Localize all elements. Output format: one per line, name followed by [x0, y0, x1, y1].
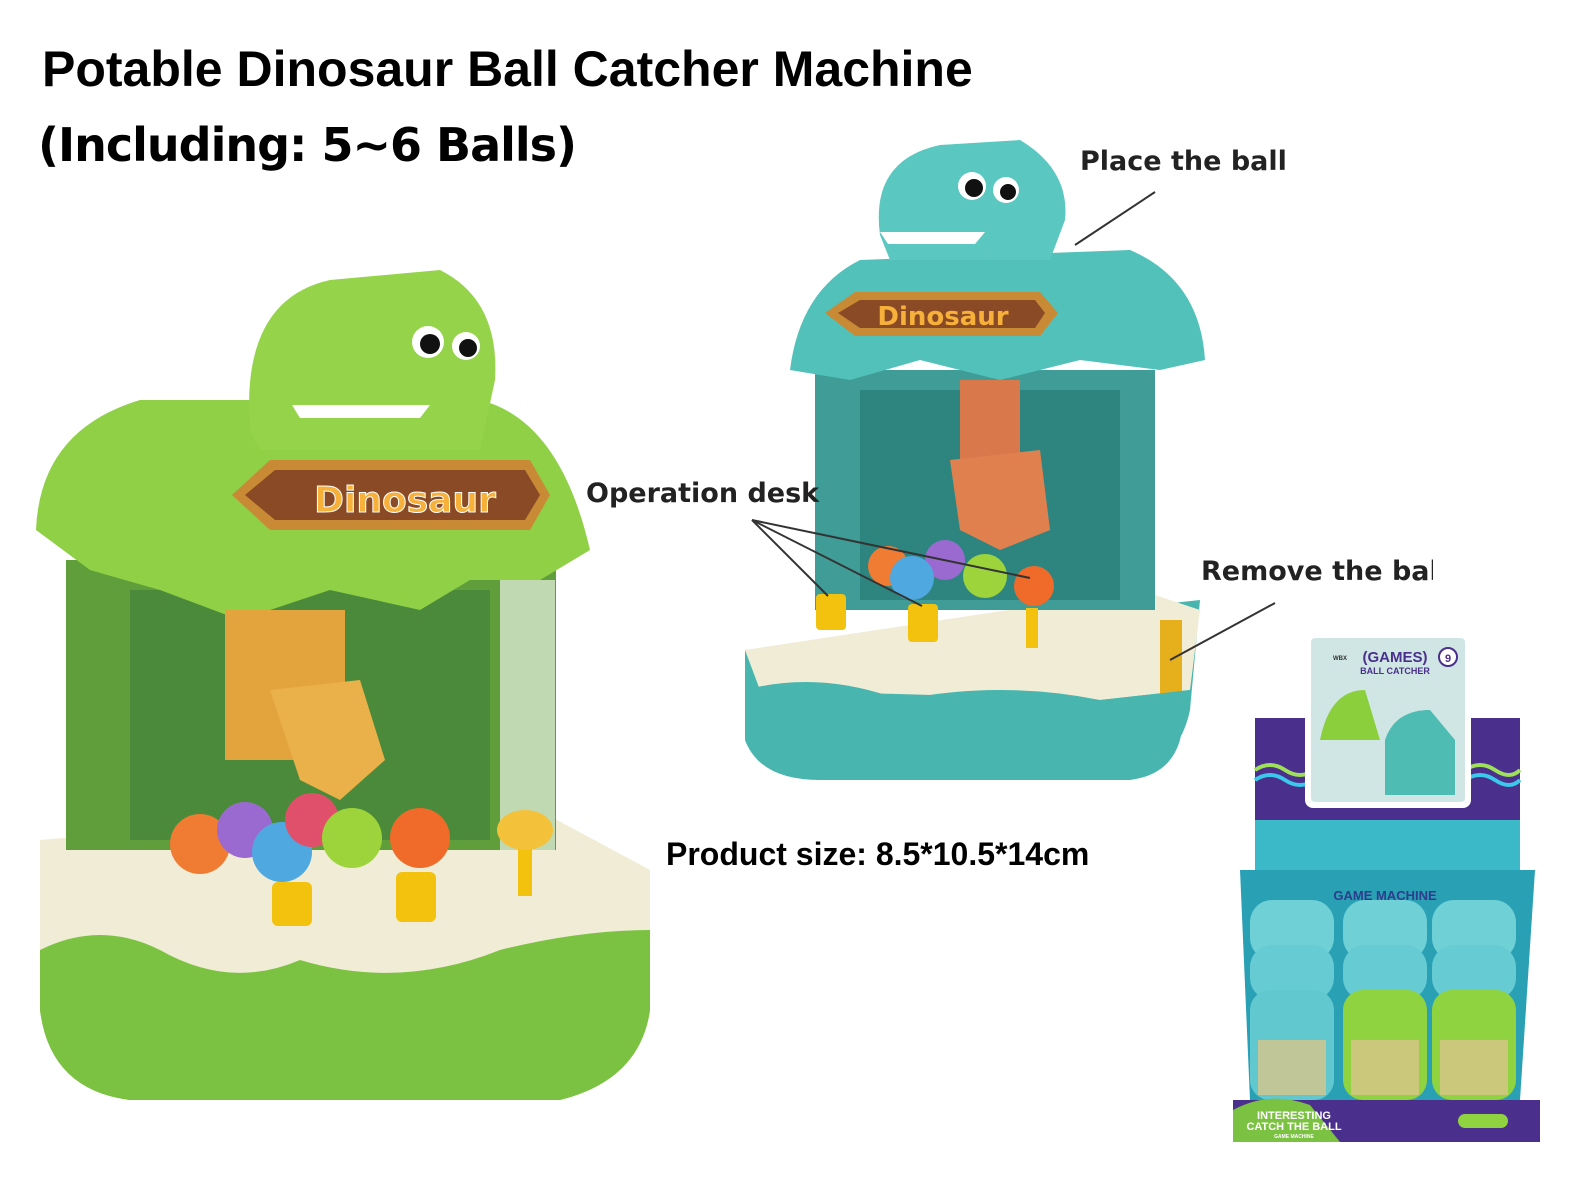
box-brand-logo: WBX — [1333, 656, 1347, 662]
product-size: Product size: 8.5*10.5*14cm — [666, 836, 1090, 872]
box-game-machine-label: GAME MACHINE — [1333, 888, 1437, 903]
boxed-machines — [1250, 900, 1516, 1100]
box-games-label: (GAMES) — [1363, 649, 1428, 666]
display-box: (GAMES) BALL CATCHER 9 WBX GAME MACHINE … — [1233, 632, 1540, 1142]
box-ball-catcher-label: BALL CATCHER — [1360, 666, 1430, 676]
green-machine: Dinosaur — [36, 270, 650, 1100]
callout-place-ball: Place the ball — [1080, 146, 1287, 177]
callout-lines — [751, 191, 1276, 661]
product-title: Potable Dinosaur Ball Catcher Machine — [42, 41, 973, 97]
machine-logo: Dinosaur — [314, 480, 496, 521]
teal-machine: Dinosaur — [745, 140, 1205, 780]
callout-operation-desk: Operation desk — [586, 478, 820, 509]
box-line3: GAME MACHINE — [1274, 1134, 1314, 1140]
callout-remove-ball: Remove the ball — [1201, 556, 1433, 587]
machine-logo-teal: Dinosaur — [877, 302, 1008, 332]
product-subtitle: (Including: 5~6 Balls) — [38, 118, 577, 172]
box-line1: INTERESTING — [1257, 1110, 1331, 1122]
box-age-badge: 9 — [1445, 653, 1451, 665]
box-line2: CATCH THE BALL — [1246, 1121, 1341, 1133]
